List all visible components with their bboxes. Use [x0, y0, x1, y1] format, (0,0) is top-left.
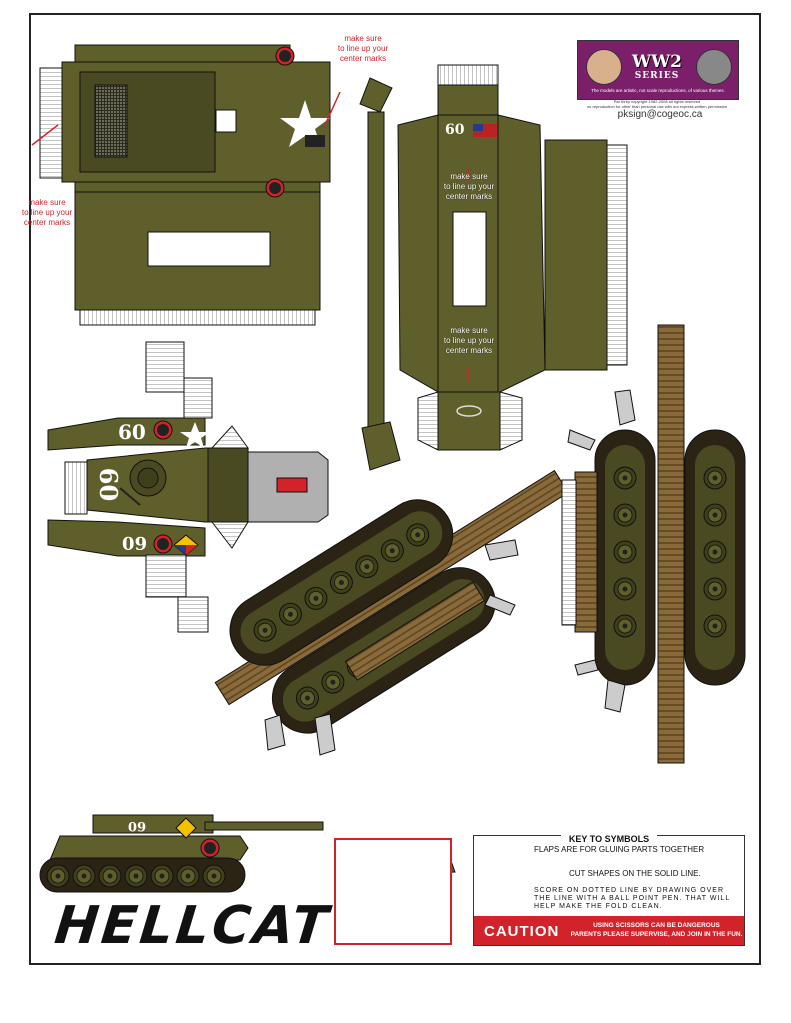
- author-email: pksign@cogeoc.ca: [617, 109, 703, 120]
- soldier-face-icon: [586, 49, 622, 85]
- number-marking-rear: 60: [94, 467, 124, 502]
- key-cut-text: CUT SHAPES ON THE SOLID LINE.: [569, 869, 701, 878]
- key-score-text: SCORE ON DOTTED LINE BY DRAWING OVER THE…: [534, 887, 730, 910]
- turret-top-part: [47, 341, 329, 633]
- number-marking-side-flipped: 60: [122, 532, 148, 553]
- key-flaps-text: FLAPS ARE FOR GLUING PARTS TOGETHER: [534, 845, 705, 854]
- copyright-notice: Pat Kirby copyright 1982-2008 all rights…: [586, 99, 728, 109]
- logo-title: WW2: [631, 52, 682, 72]
- assembly-diagram-box: [334, 838, 452, 945]
- hull-top-part: [31, 44, 341, 326]
- logo-tagline: The models are artistic, not scale repro…: [591, 88, 725, 93]
- sheet-border: [29, 13, 761, 965]
- logo-subtitle: SERIES: [634, 71, 680, 81]
- key-to-symbols-box: KEY TO SYMBOLS FLAPS ARE FOR GLUING PART…: [473, 834, 745, 946]
- number-marking-turret: 60: [445, 122, 465, 138]
- number-marking-side: 60: [118, 420, 146, 444]
- key-title: KEY TO SYMBOLS: [560, 834, 658, 844]
- gun-barrel-part: [359, 77, 401, 471]
- track-assembly-part: [214, 469, 569, 756]
- track-right-part: [561, 324, 746, 764]
- ww2-series-logo: WW2 SERIES The models are artistic, not …: [577, 40, 739, 100]
- soldier-helmet-icon: [696, 49, 732, 85]
- model-name-title: HELLCAT: [51, 896, 334, 956]
- caution-word: CAUTION: [484, 923, 560, 940]
- turret-part: [397, 64, 628, 451]
- tank-profile-illustration: [39, 814, 324, 893]
- number-marking-profile: 60: [128, 818, 147, 833]
